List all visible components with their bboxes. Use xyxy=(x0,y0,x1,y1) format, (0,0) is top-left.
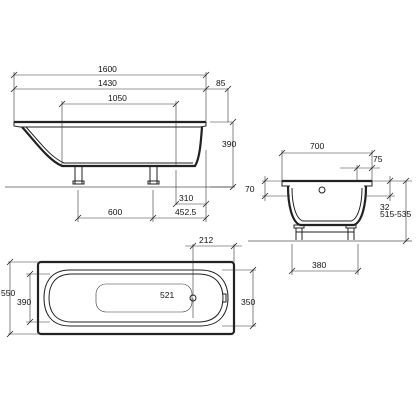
dim-rim-height: 70 xyxy=(245,184,255,194)
dim-tick xyxy=(261,177,269,185)
end-leg-frame xyxy=(295,228,355,240)
dim-tick xyxy=(10,71,18,79)
top-basin-inner xyxy=(48,273,224,323)
dim-leg-width: 380 xyxy=(312,260,326,270)
tub-rim-lower xyxy=(13,122,207,128)
dim-tick xyxy=(368,164,376,172)
top-overflow-icon xyxy=(222,293,227,303)
top-view: 550 390 212 521 350 xyxy=(1,235,257,338)
dim-tick xyxy=(402,237,410,245)
dim-tick xyxy=(74,214,82,222)
dim-rim: 85 xyxy=(216,78,226,88)
dim-tick xyxy=(172,100,180,108)
dim-bottom-length: 1050 xyxy=(108,93,127,103)
dim-tick xyxy=(368,149,376,157)
dim-tick xyxy=(353,164,361,172)
dim-top-width: 550 xyxy=(1,288,15,298)
dim-tick xyxy=(278,149,286,157)
top-bottom-area xyxy=(95,283,193,313)
end-body xyxy=(286,185,368,227)
tub-body-inner xyxy=(25,126,193,164)
dim-tick xyxy=(288,267,296,275)
top-outer-rim xyxy=(36,260,236,336)
dim-top-inner-width-right: 350 xyxy=(241,297,255,307)
tub-body xyxy=(21,126,204,168)
top-basin-outer xyxy=(43,269,229,327)
dim-tick xyxy=(202,214,210,222)
dim-tick xyxy=(202,85,210,93)
dim-drain-offset: 310 xyxy=(179,193,193,203)
dim-width: 700 xyxy=(310,141,324,151)
dim-tick xyxy=(261,192,269,200)
dim-tick xyxy=(26,318,34,326)
dim-tick xyxy=(249,322,257,330)
dim-leg-offset: 452.5 xyxy=(175,207,197,217)
dim-tick xyxy=(402,177,410,185)
end-view: 700 75 70 32 515-535 380 xyxy=(245,141,412,275)
dim-tick xyxy=(10,85,18,93)
dim-rim-width: 75 xyxy=(373,154,383,164)
dim-tick xyxy=(189,242,197,250)
dim-tick xyxy=(202,200,210,208)
end-leg-right xyxy=(345,224,357,229)
dim-tick xyxy=(6,330,14,338)
dim-tick xyxy=(229,118,237,126)
dim-leg-span: 600 xyxy=(108,207,122,217)
leg-right-foot xyxy=(147,180,160,185)
leg-left-foot xyxy=(72,180,85,185)
dim-tick xyxy=(249,266,257,274)
dim-inner-length: 1430 xyxy=(98,78,117,88)
dim-tick xyxy=(230,242,238,250)
dim-tick xyxy=(58,100,66,108)
dim-drain-distance: 212 xyxy=(199,235,213,245)
dim-tick xyxy=(386,192,394,200)
dim-total-height: 515-535 xyxy=(380,209,411,219)
dim-tick xyxy=(224,85,232,93)
end-leg-left xyxy=(293,224,305,229)
dim-tick xyxy=(6,258,14,266)
dim-tick xyxy=(26,270,34,278)
dim-tick xyxy=(386,177,394,185)
dim-drain-center: 521 xyxy=(160,290,174,300)
dim-drop: 32 xyxy=(380,202,390,212)
end-body-inner xyxy=(291,187,363,222)
overflow-icon xyxy=(318,186,326,194)
dim-height: 390 xyxy=(222,139,236,149)
dim-tick xyxy=(354,267,362,275)
side-view: 1600 1430 85 1050 390 310 600 452.5 xyxy=(5,64,236,222)
dim-top-inner-width: 390 xyxy=(17,297,31,307)
dim-tick xyxy=(229,183,237,191)
dim-tick xyxy=(202,71,210,79)
dim-total-length: 1600 xyxy=(98,64,117,74)
dim-tick xyxy=(172,200,180,208)
